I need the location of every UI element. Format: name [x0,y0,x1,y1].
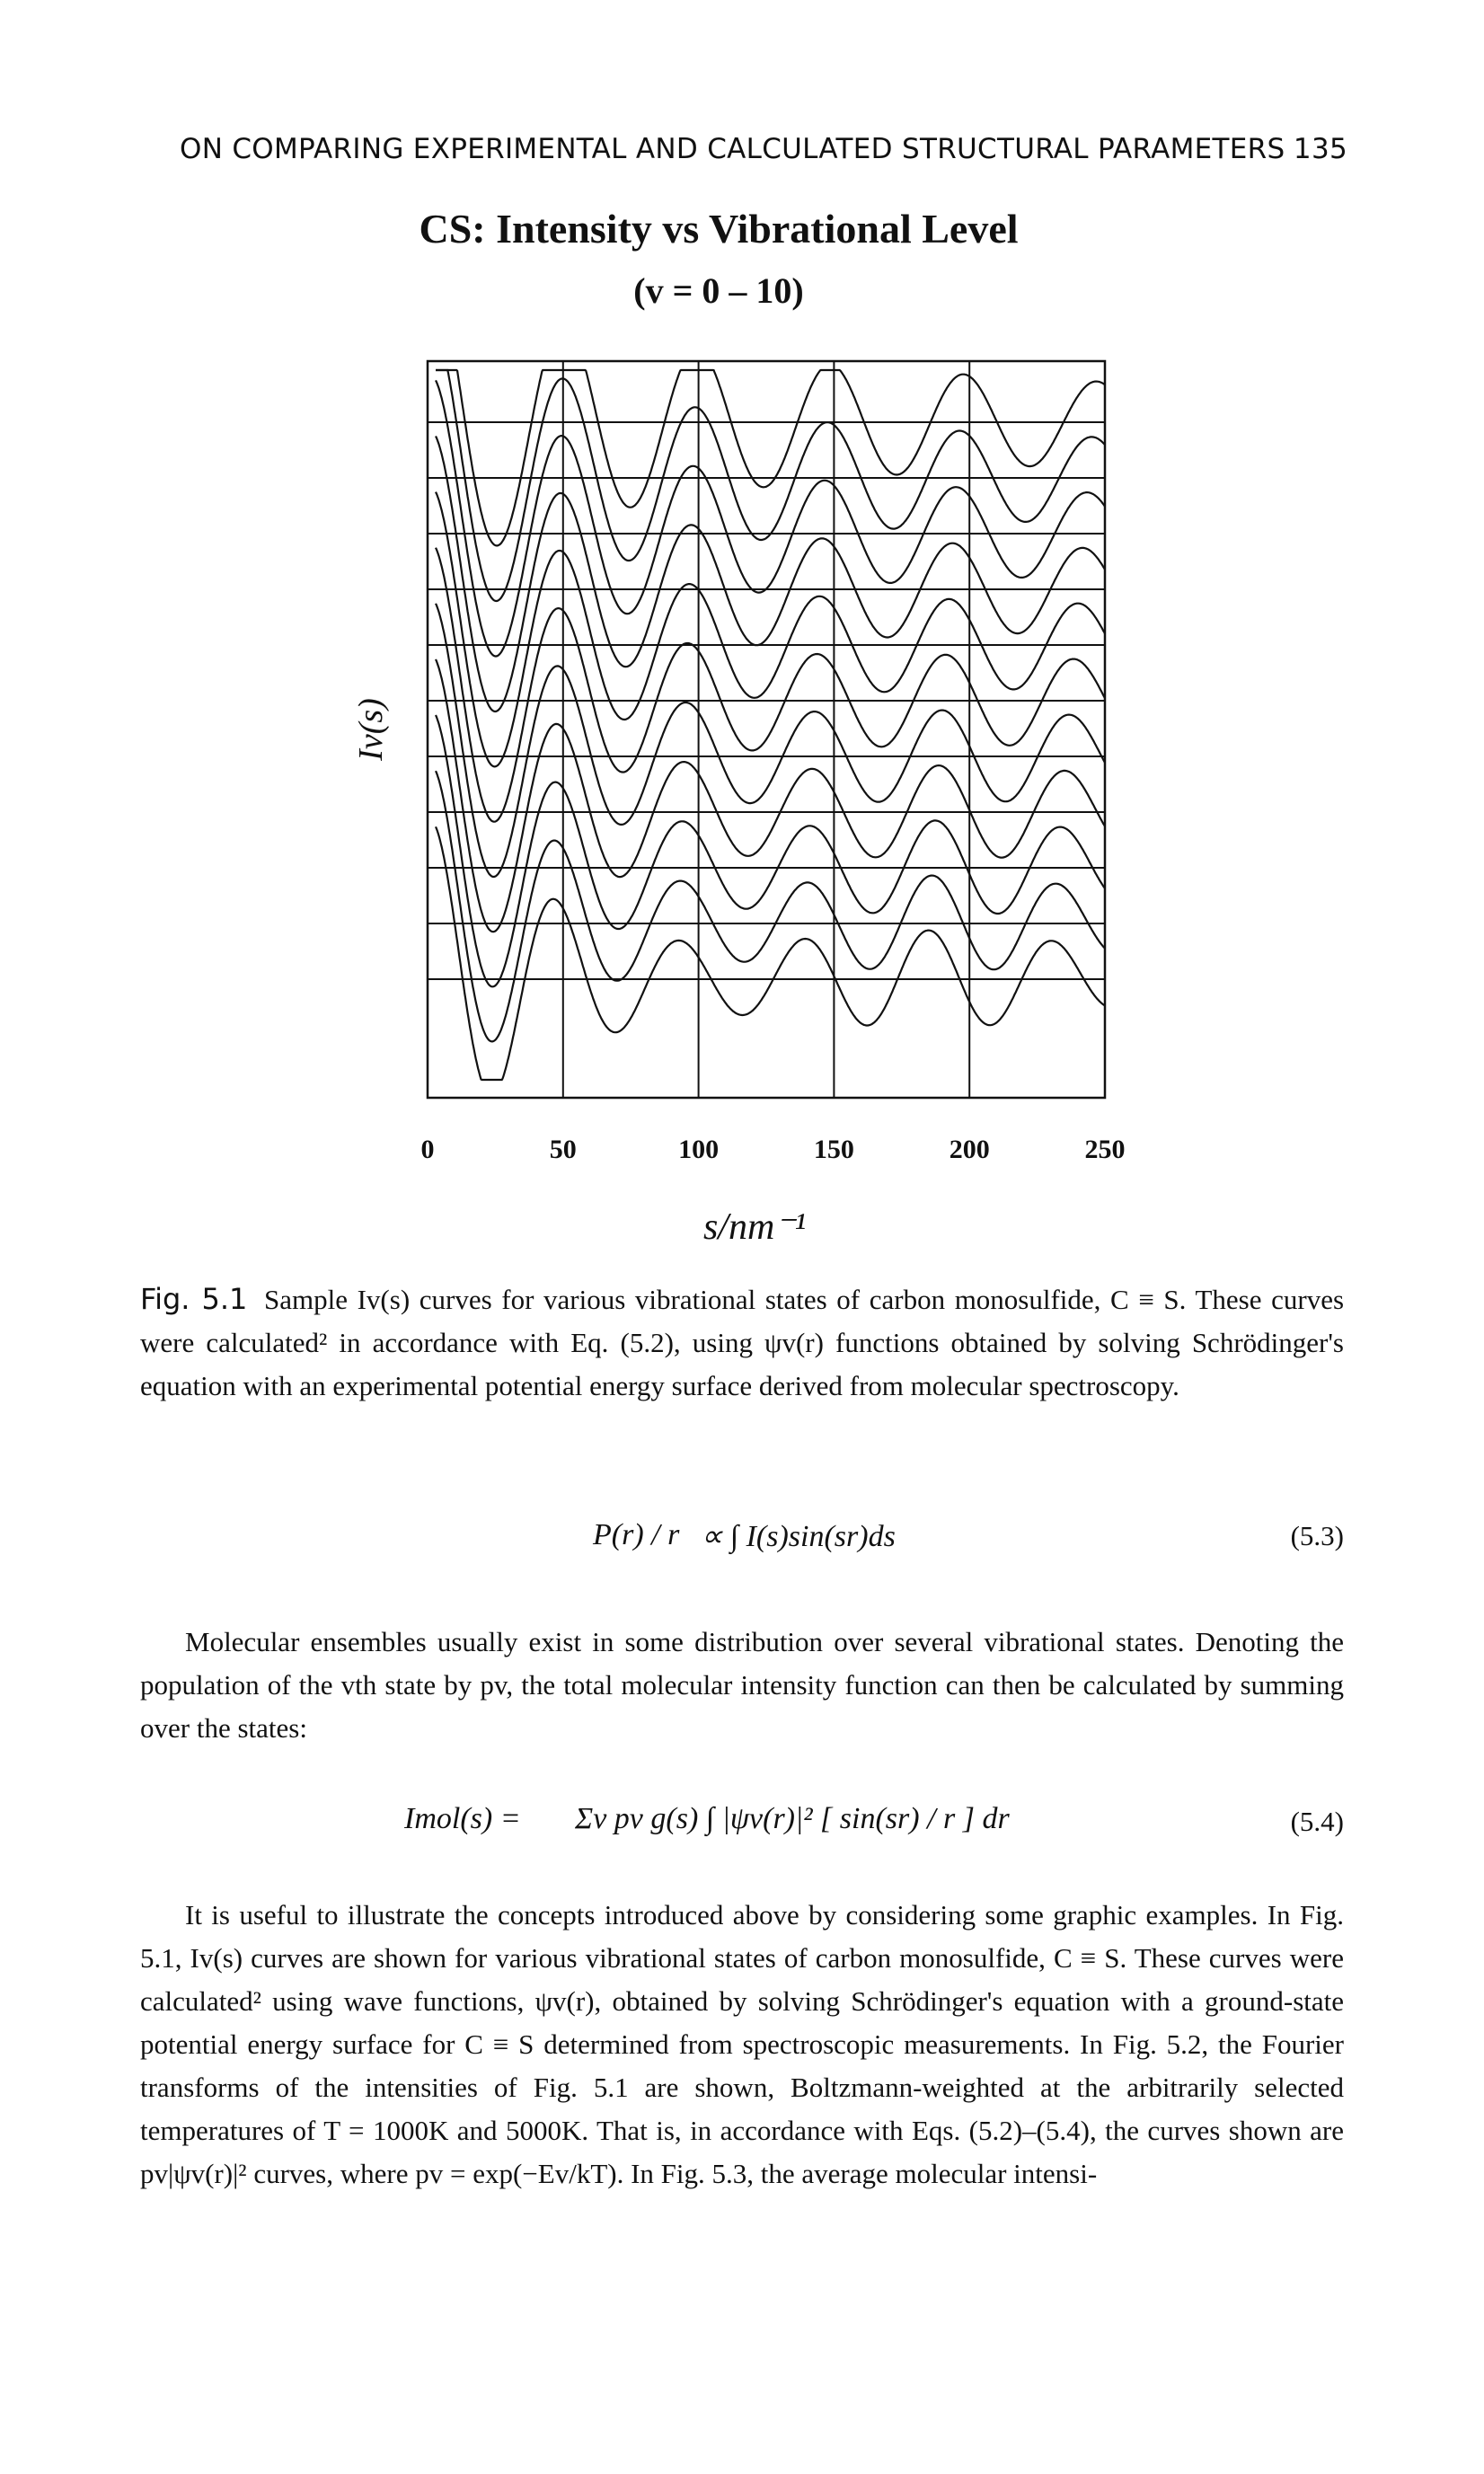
equation-5-4-lhs: Imol(s) = [404,1802,521,1835]
intensity-curve-v4 [435,491,1106,768]
chart-title: CS: Intensity vs Vibrational Level [419,206,1019,252]
intensity-curve-v5 [435,547,1106,823]
intensity-chart [426,359,1107,1100]
body-paragraph-1: Molecular ensembles usually exist in som… [140,1626,1344,1744]
x-tick-200: 200 [949,1135,990,1164]
intensity-curve-v8 [434,714,1106,988]
figure-label: Fig. 5.1 [140,1282,248,1316]
x-tick-0: 0 [420,1135,435,1164]
figure-caption-text: Sample Iv(s) curves for various vibratio… [140,1284,1345,1401]
equation-5-4-rhs: Σv pv g(s) ∫ |ψv(r)|² [ sin(sr) / r ] dr [575,1802,1010,1835]
chart-grid [426,359,1107,1100]
figure-caption: Fig. 5.1 Sample Iv(s) curves for various… [140,1277,1344,1408]
running-head: ON COMPARING EXPERIMENTAL AND CALCULATED… [180,133,1347,165]
chart-curves [428,368,1106,1082]
intensity-curve-v3 [435,436,1106,713]
intensity-curve-v7 [434,658,1106,933]
equation-5-3-number: (5.3) [1290,1520,1344,1551]
page-number: 135 [1293,133,1347,165]
equation-5-4-number: (5.4) [1290,1806,1344,1837]
intensity-curve-v9 [434,770,1106,1043]
x-tick-50: 50 [549,1135,577,1164]
running-head-title: ON COMPARING EXPERIMENTAL AND CALCULATED… [180,133,1285,165]
chart-subtitle: (v = 0 – 10) [633,270,804,311]
x-tick-100: 100 [678,1135,720,1164]
x-axis-label: s/nm⁻¹ [702,1206,807,1248]
intensity-curve-v10 [434,826,1106,1082]
intensity-curve-v6 [435,603,1106,879]
plot-frame [426,359,1107,1100]
equation-5-3-rhs: ∝ ∫ I(s)sin(sr)ds [701,1520,896,1553]
x-tick-250: 250 [1084,1135,1126,1164]
intensity-curve-v2 [435,379,1106,658]
x-tick-150: 150 [813,1135,854,1164]
body-paragraph-2: It is useful to illustrate the concepts … [140,1899,1344,2189]
intensity-curve-v0 [436,368,1106,547]
equation-5-3-lhs: P(r) / r [593,1518,680,1551]
intensity-curve-v1 [436,368,1106,603]
